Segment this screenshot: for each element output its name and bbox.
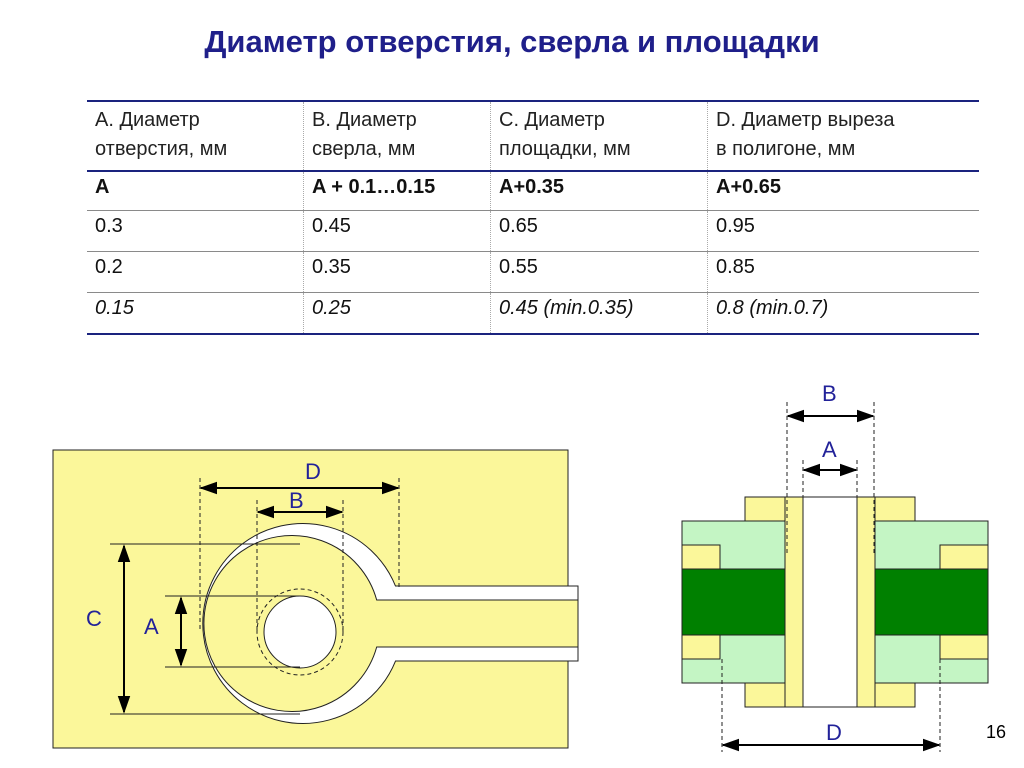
top-pad-left xyxy=(744,496,786,522)
table-cell: 0.25 xyxy=(303,292,491,335)
table-cell: 0.45 xyxy=(303,210,491,252)
copper-pad xyxy=(681,634,721,660)
table-cell: A+0.65 xyxy=(707,170,979,211)
label-a: A xyxy=(822,437,837,462)
table-cell: A+0.35 xyxy=(490,170,708,211)
copper-pad xyxy=(939,544,989,570)
copper-pad xyxy=(939,634,989,660)
hole xyxy=(263,595,337,669)
table-cell: 0.35 xyxy=(303,251,491,293)
drill-outline xyxy=(256,588,344,676)
table-cell: 0.8 (min.0.7) xyxy=(707,292,979,335)
table-cell: 0.85 xyxy=(707,251,979,293)
table-cell: 0.45 (min.0.35) xyxy=(490,292,708,335)
page-title: Диаметр отверстия, сверла и площадки xyxy=(204,24,820,59)
label-b: B xyxy=(822,381,837,406)
table-cell: 0.15 xyxy=(87,292,304,335)
table-cell: 0.2 xyxy=(87,251,304,293)
table-row: 0.3 0.45 0.65 0.95 xyxy=(87,210,979,252)
table-cell: 0.3 xyxy=(87,210,304,252)
top-view-diagram: D B C A xyxy=(52,449,579,749)
inner-layer-left xyxy=(681,568,786,636)
label-d: D xyxy=(826,720,842,745)
via-hole xyxy=(802,496,858,708)
label-b: B xyxy=(289,488,304,513)
cross-section-diagram: B A D xyxy=(681,381,989,752)
bottom-pad-left xyxy=(744,682,786,708)
table-cell: 0.65 xyxy=(490,210,708,252)
copper-pad xyxy=(681,544,721,570)
bottom-pad-right xyxy=(874,682,916,708)
inner-layer-right xyxy=(874,568,989,636)
top-pad-right xyxy=(874,496,916,522)
table-row: 0.15 0.25 0.45 (min.0.35) 0.8 (min.0.7) xyxy=(87,292,979,335)
table-formula-row: A A + 0.1…0.15 A+0.35 A+0.65 xyxy=(87,170,979,211)
label-c: C xyxy=(86,606,102,631)
table-cell: 0.55 xyxy=(490,251,708,293)
page-number: 16 xyxy=(985,722,1006,742)
table-cell: A + 0.1…0.15 xyxy=(303,170,491,211)
table-cell: 0.95 xyxy=(707,210,979,252)
label-d: D xyxy=(305,459,321,484)
table-cell: A xyxy=(87,170,304,211)
label-a: A xyxy=(144,614,159,639)
table-row: 0.2 0.35 0.55 0.85 xyxy=(87,251,979,293)
